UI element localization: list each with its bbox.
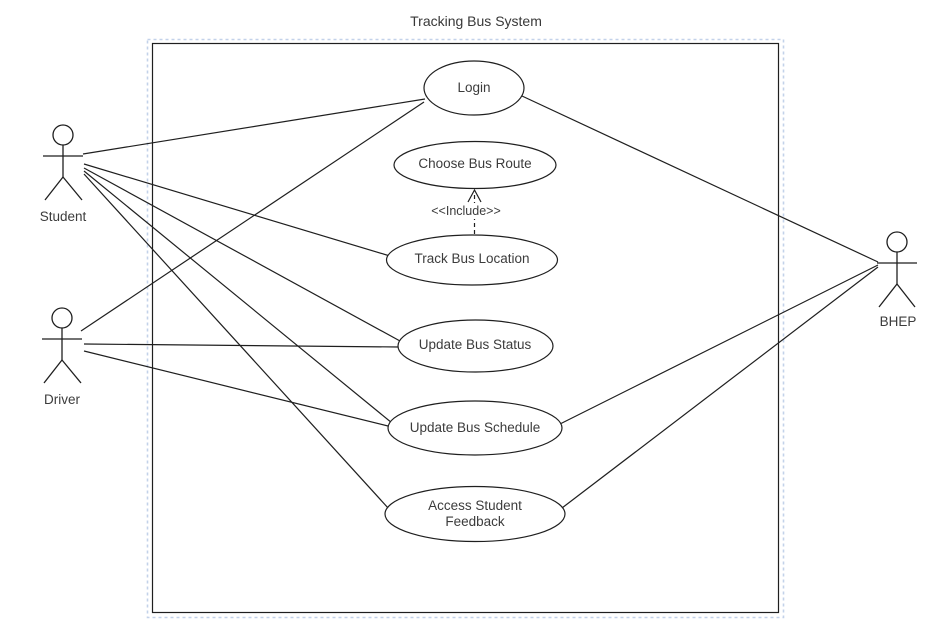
usecase-access-student-feedback-ellipse[interactable]	[384, 485, 566, 543]
usecase-update-bus-status-ellipse[interactable]	[397, 319, 554, 373]
edge-driver-update-bus-schedule[interactable]	[83, 350, 393, 428]
usecase-choose-bus-route-ellipse[interactable]	[393, 140, 557, 190]
actor-student-figure[interactable]	[43, 124, 83, 201]
selection-outline	[146, 38, 785, 619]
usecase-choose-bus-route-label: Choose Bus Route	[418, 156, 532, 171]
actor-bhep-figure[interactable]	[877, 231, 917, 308]
edge-student-update-bus-status[interactable]	[83, 167, 401, 342]
usecase-login-label: Login	[457, 80, 491, 95]
edge-driver-update-bus-status[interactable]	[83, 343, 400, 348]
edge-student-update-bus-schedule[interactable]	[83, 170, 393, 424]
edge-student-access-student-feedback[interactable]	[83, 173, 390, 510]
edge-student-track-bus-location[interactable]	[83, 163, 391, 257]
edge-login-bhep[interactable]	[521, 95, 879, 263]
diagram-title: Tracking Bus System	[410, 13, 542, 29]
actor-student-label: Student	[39, 209, 87, 224]
usecase-update-bus-schedule-label: Update Bus Schedule	[409, 420, 541, 435]
actor-driver-label: Driver	[44, 392, 80, 407]
actor-bhep-label: BHEP	[879, 314, 917, 329]
edge-driver-login[interactable]	[80, 101, 425, 332]
usecase-update-bus-schedule-ellipse[interactable]	[387, 400, 563, 456]
actor-driver-figure[interactable]	[42, 307, 82, 384]
edge-student-login[interactable]	[82, 98, 426, 155]
usecase-update-bus-status-label: Update Bus Status	[418, 337, 532, 352]
usecase-track-bus-location-label: Track Bus Location	[414, 251, 530, 266]
edge-update-bus-schedule-bhep[interactable]	[559, 264, 879, 425]
usecase-track-bus-location-ellipse[interactable]	[385, 234, 559, 286]
usecase-access-student-feedback-label: Access Student Feedback	[428, 498, 522, 529]
edge-access-student-feedback-bhep[interactable]	[561, 266, 879, 509]
include-label: <<Include>>	[430, 203, 502, 219]
usecase-login-ellipse[interactable]	[423, 60, 525, 116]
